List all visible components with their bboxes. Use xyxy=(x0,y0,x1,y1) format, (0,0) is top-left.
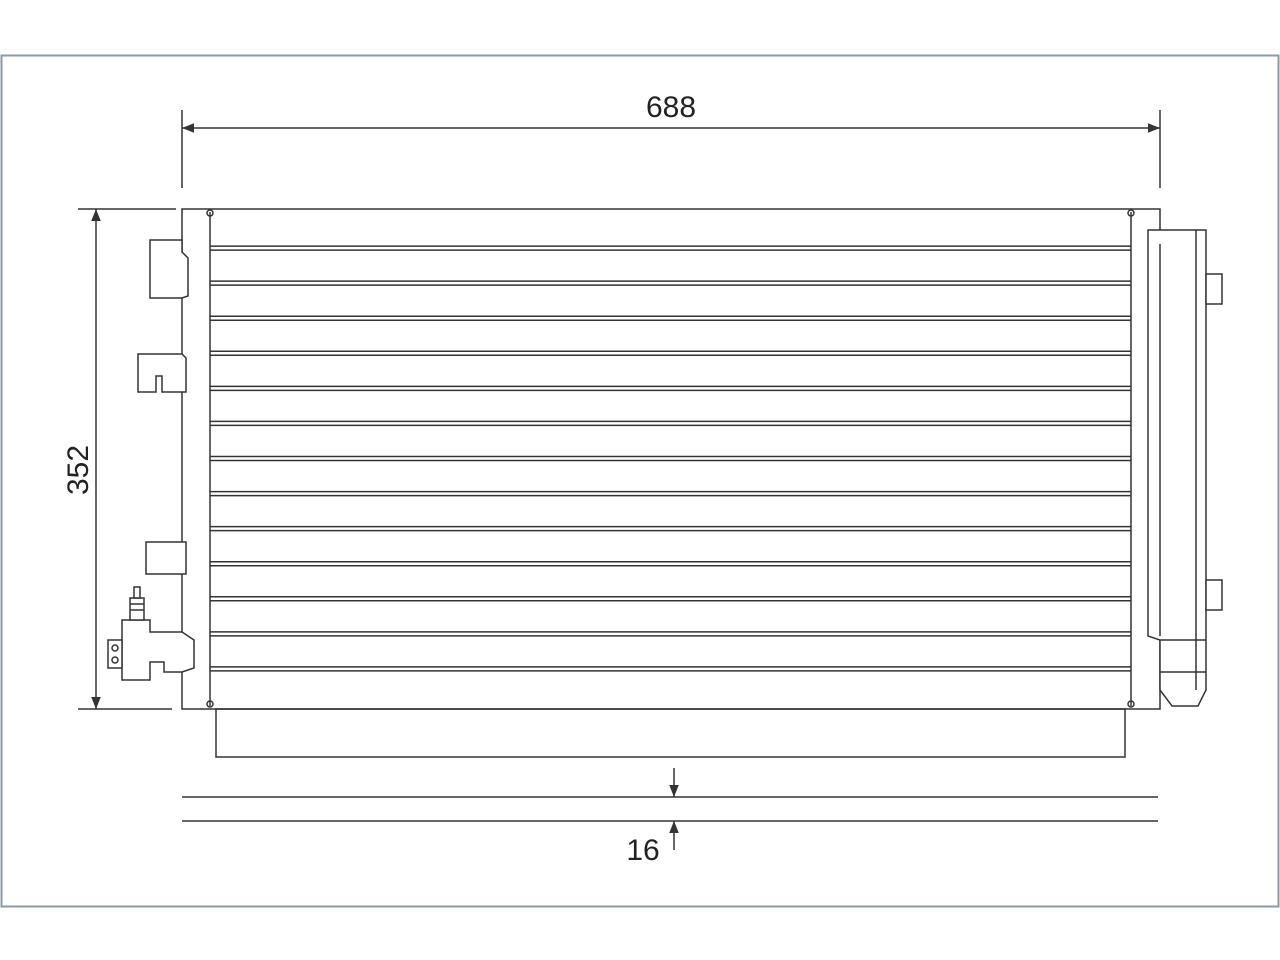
top-mount-bracket xyxy=(149,239,189,299)
receiver-dryer xyxy=(1147,229,1223,707)
drawing-frame xyxy=(0,54,1280,908)
corner-rivet xyxy=(206,700,214,708)
height-label: 352 xyxy=(62,445,95,495)
left-brackets xyxy=(107,239,195,681)
corner-rivet xyxy=(206,209,214,217)
corner-rivet xyxy=(1127,209,1135,217)
condenser-core xyxy=(181,208,1161,710)
connector-pin xyxy=(111,644,119,652)
core-outline xyxy=(181,208,1161,710)
connector-pin xyxy=(111,656,119,664)
upper-receiver-lug xyxy=(1205,273,1223,305)
bottom-shroud xyxy=(215,708,1126,758)
height-dimension xyxy=(78,208,176,710)
width-dimension xyxy=(181,110,1161,188)
thickness-dimension xyxy=(182,768,1158,850)
middle-mount-bracket xyxy=(137,353,187,393)
corner-rivet xyxy=(1127,700,1135,708)
lower-receiver-lug xyxy=(1205,579,1223,611)
receiver-dryer-body xyxy=(1147,229,1207,707)
pressure-switch-body xyxy=(129,597,145,621)
pressure-switch-cap xyxy=(133,586,141,599)
thickness-label: 16 xyxy=(626,834,659,867)
connector-plug xyxy=(107,639,123,669)
width-label: 688 xyxy=(646,91,696,124)
core-tubes xyxy=(210,245,1131,672)
pipe-fitting-block xyxy=(121,619,195,681)
lower-mount-bracket xyxy=(145,541,187,575)
